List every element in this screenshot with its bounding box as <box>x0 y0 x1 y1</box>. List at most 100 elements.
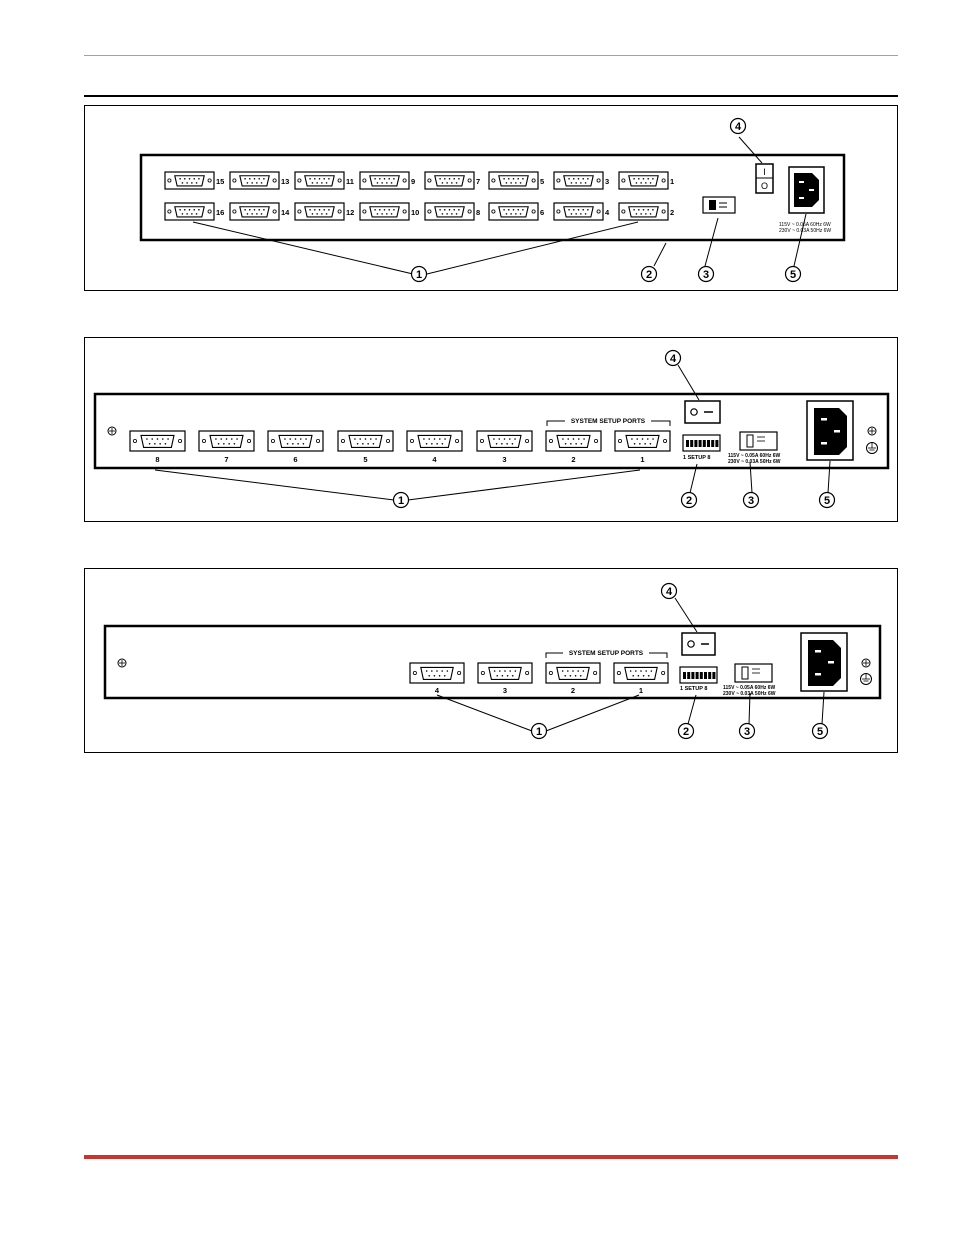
serial-port-connector[interactable] <box>407 431 462 451</box>
header-rule <box>84 55 898 56</box>
setup-label: 1 SETUP 8 <box>683 455 710 461</box>
port-number-label: 8 <box>476 208 480 217</box>
svg-text:5: 5 <box>824 495 830 507</box>
switch-off-label: O <box>761 181 768 191</box>
port-number-label: 4 <box>605 208 610 217</box>
power-rating-line-2: 230V ~ 0.03A 50Hz 6W <box>723 691 776 697</box>
power-switch[interactable] <box>682 633 715 655</box>
callout-2: 2 <box>642 267 657 282</box>
ground-icon <box>867 442 878 454</box>
serial-port-connector[interactable] <box>614 663 668 683</box>
serial-port-connector[interactable] <box>554 203 603 220</box>
port-number-label: 1 <box>640 455 644 464</box>
serial-port-connector[interactable] <box>338 431 393 451</box>
port-number-label: 15 <box>216 177 224 186</box>
serial-port-connector[interactable] <box>489 203 538 220</box>
serial-port-connector[interactable] <box>425 172 474 189</box>
serial-port-connector[interactable] <box>546 663 600 683</box>
callout-3: 3 <box>744 493 759 508</box>
port-number-label: 6 <box>540 208 544 217</box>
port-number-label: 7 <box>224 455 228 464</box>
callout-5: 5 <box>820 493 835 508</box>
callout-5: 5 <box>813 724 828 739</box>
callout-5: 5 <box>786 267 801 282</box>
serial-port-connector[interactable] <box>295 203 344 220</box>
serial-port-connector[interactable] <box>199 431 254 451</box>
power-inlet[interactable] <box>801 633 847 691</box>
svg-text:5: 5 <box>817 726 823 738</box>
ground-icon <box>861 673 872 685</box>
port-number-label: 13 <box>281 177 289 186</box>
serial-port-connector[interactable] <box>410 663 464 683</box>
port-number-label: 5 <box>540 177 544 186</box>
serial-port-connector[interactable] <box>230 203 279 220</box>
port-number-label: 3 <box>503 686 507 695</box>
port-number-label: 6 <box>293 455 297 464</box>
mounting-screw-right <box>868 427 876 435</box>
svg-text:4: 4 <box>735 121 742 133</box>
serial-port-connector[interactable] <box>230 172 279 189</box>
port-number-label: 10 <box>411 208 419 217</box>
serial-port-connector[interactable] <box>489 172 538 189</box>
port-number-label: 4 <box>435 686 440 695</box>
port-number-label: 5 <box>363 455 367 464</box>
port-number-label: 2 <box>571 455 575 464</box>
power-switch[interactable] <box>685 401 720 423</box>
callout-4: 4 <box>662 584 677 599</box>
svg-text:4: 4 <box>666 586 673 598</box>
setup-dip-switch[interactable] <box>683 435 720 451</box>
setup-label: 1 SETUP 8 <box>680 686 707 692</box>
voltage-selector-switch[interactable] <box>703 197 735 213</box>
power-switch[interactable]: I O <box>756 164 773 193</box>
serial-port-connector[interactable] <box>165 172 214 189</box>
port-number-label: 7 <box>476 177 480 186</box>
header-black-rule <box>84 95 898 97</box>
serial-port-connector[interactable] <box>477 431 532 451</box>
power-rating-line-2: 230V ~ 0.03A 50Hz 6W <box>779 228 831 234</box>
voltage-selector-switch[interactable] <box>740 432 777 450</box>
serial-port-connector[interactable] <box>268 431 323 451</box>
port-number-label: 12 <box>346 208 354 217</box>
callout-1: 1 <box>394 493 409 508</box>
setup-dip-switch[interactable] <box>680 667 717 683</box>
callout-4: 4 <box>666 351 681 366</box>
svg-text:1: 1 <box>398 495 404 507</box>
svg-text:4: 4 <box>670 353 677 365</box>
svg-text:1: 1 <box>536 726 542 738</box>
power-rating-line-2: 230V ~ 0.03A 50Hz 6W <box>728 459 781 465</box>
serial-port-connector[interactable] <box>619 172 668 189</box>
serial-port-connector[interactable] <box>130 431 185 451</box>
svg-text:3: 3 <box>703 269 709 281</box>
figure-4-port-rear-panel: 4321 SYSTEM SETUP PORTS 1 SETUP 8 115V ~… <box>84 568 898 753</box>
port-number-label: 3 <box>502 455 506 464</box>
port-number-label: 16 <box>216 208 224 217</box>
serial-port-connector[interactable] <box>295 172 344 189</box>
svg-text:2: 2 <box>683 726 689 738</box>
svg-text:2: 2 <box>646 269 652 281</box>
power-inlet[interactable] <box>789 167 824 213</box>
callout-2: 2 <box>679 724 694 739</box>
serial-port-connector[interactable] <box>546 431 601 451</box>
serial-port-connector[interactable] <box>615 431 670 451</box>
serial-port-connector[interactable] <box>165 203 214 220</box>
serial-port-connector[interactable] <box>360 203 409 220</box>
voltage-selector-switch[interactable] <box>735 664 772 682</box>
serial-port-connector[interactable] <box>619 203 668 220</box>
svg-text:2: 2 <box>686 495 692 507</box>
svg-text:3: 3 <box>748 495 754 507</box>
port-number-label: 14 <box>281 208 290 217</box>
mounting-screw-left <box>108 427 116 435</box>
svg-text:5: 5 <box>790 269 796 281</box>
serial-port-connector[interactable] <box>554 172 603 189</box>
serial-port-connector[interactable] <box>360 172 409 189</box>
serial-port-connector[interactable] <box>425 203 474 220</box>
port-number-label: 2 <box>670 208 674 217</box>
power-inlet[interactable] <box>807 401 853 460</box>
callout-4: 4 <box>731 119 746 134</box>
serial-port-connector[interactable] <box>478 663 532 683</box>
